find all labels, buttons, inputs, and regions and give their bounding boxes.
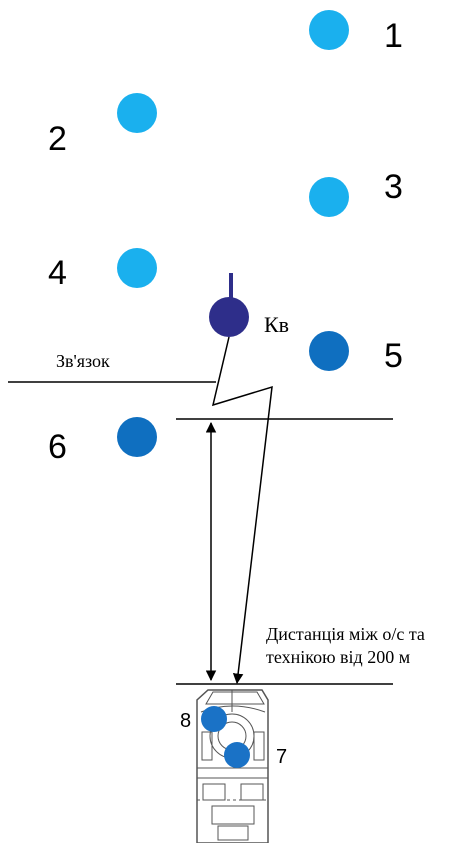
position-8-label: 8 <box>180 710 191 732</box>
comm-cable <box>211 336 273 685</box>
position-5-label: 5 <box>384 337 403 375</box>
position-3-label: 3 <box>384 168 403 206</box>
position-6-marker <box>117 417 157 457</box>
position-7-marker <box>224 742 250 768</box>
position-1-marker <box>309 10 349 50</box>
position-2-marker <box>117 93 157 133</box>
distance-label-line1: Дистанція між о/с та <box>266 624 425 644</box>
distance-label-line2: технікою від 200 м <box>266 647 410 667</box>
position-5-marker <box>309 331 349 371</box>
position-8-marker <box>201 706 227 732</box>
commander-label: Кв <box>264 312 289 337</box>
position-2-label: 2 <box>48 120 67 158</box>
position-3-marker <box>309 177 349 217</box>
position-4-label: 4 <box>48 254 67 292</box>
position-1-label: 1 <box>384 17 403 55</box>
position-4-marker <box>117 248 157 288</box>
position-6-label: 6 <box>48 428 67 466</box>
comm-label: Зв'язок <box>56 351 110 371</box>
commander-marker <box>209 297 249 337</box>
position-7-label: 7 <box>276 746 287 768</box>
